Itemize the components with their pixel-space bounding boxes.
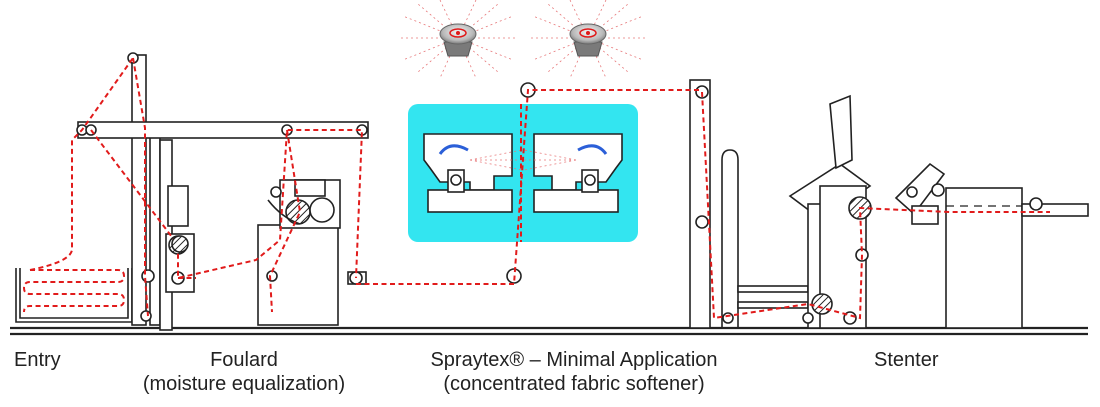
stenter-label: Stenter — [874, 349, 939, 371]
fabric-path — [22, 57, 1050, 320]
spray-nozzle-right — [528, 0, 648, 79]
stenter-entry — [721, 94, 872, 329]
spraytex-panel — [408, 104, 638, 242]
entry-roll-low — [141, 269, 155, 283]
foulard-label: Foulard (moisture equalization) — [143, 348, 345, 396]
foulard-subtitle: (moisture equalization) — [142, 373, 346, 395]
foulard-machine — [257, 179, 367, 326]
stenter-machine — [894, 162, 1089, 329]
foulard-nip-roll — [171, 235, 189, 253]
floor-line — [10, 326, 1088, 336]
stenter-tower — [689, 79, 711, 329]
entry-label: Entry — [14, 349, 61, 371]
spraytex-title: Spraytex® – Minimal Application — [430, 349, 718, 371]
entry-roll-bottom — [140, 310, 152, 322]
spraytex-subtitle: (concentrated fabric softener) — [443, 373, 705, 395]
spraytex-label: Spraytex® – Minimal Application (concent… — [430, 348, 717, 396]
foulard-title: Foulard — [210, 349, 278, 371]
spray-nozzle-left — [398, 0, 518, 79]
